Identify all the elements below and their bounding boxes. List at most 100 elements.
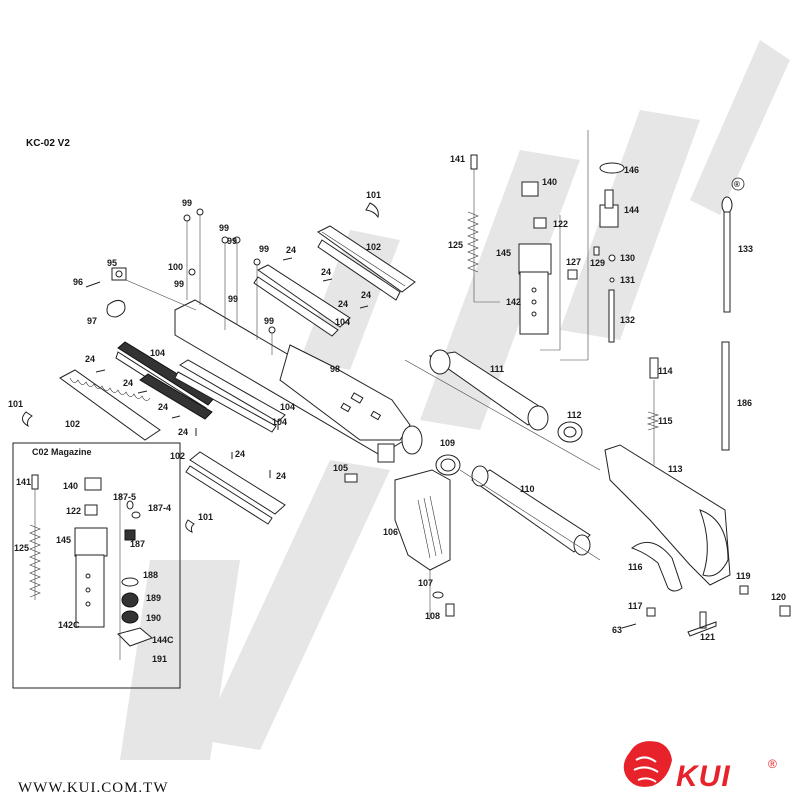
label-114: 114 — [658, 366, 673, 376]
screw-114 — [649, 357, 659, 379]
registered-mark: ® — [734, 180, 740, 189]
label-100: 100 — [168, 262, 183, 272]
diagram-title: KC-02 V2 — [26, 138, 70, 149]
screw-120 — [779, 605, 791, 617]
label-120: 120 — [771, 592, 786, 602]
side-rail-104-mid — [139, 373, 213, 420]
front-sight-95 — [111, 267, 127, 281]
label-24-a: 24 — [286, 245, 296, 255]
clip-101-left — [22, 411, 33, 428]
spring-115 — [646, 411, 660, 431]
label-119: 119 — [736, 571, 751, 581]
inset-label-145: 145 — [56, 535, 71, 545]
inset-label-188: 188 — [143, 570, 158, 580]
label-24-f: 24 — [158, 402, 168, 412]
label-141: 141 — [450, 154, 465, 164]
label-99-g: 99 — [227, 236, 237, 246]
label-101-c: 101 — [198, 512, 213, 522]
inset-label-187-5: 187-5 — [113, 492, 136, 502]
inset-label-140: 140 — [63, 481, 78, 491]
clip-101-upper — [365, 202, 379, 219]
label-102-a: 102 — [366, 242, 381, 252]
label-105: 105 — [333, 463, 348, 473]
label-145: 145 — [496, 248, 511, 258]
website-url: WWW.KUI.COM.TW — [18, 780, 169, 796]
label-140: 140 — [542, 177, 557, 187]
handguard-102-left — [59, 369, 161, 441]
label-133: 133 — [738, 244, 753, 254]
label-129: 129 — [590, 258, 605, 268]
label-125: 125 — [448, 240, 463, 250]
label-99-f: 99 — [264, 316, 274, 326]
inset-label-122: 122 — [66, 506, 81, 516]
pin-96 — [85, 281, 101, 288]
label-186: 186 — [737, 398, 752, 408]
ring-133 — [721, 196, 733, 214]
label-144: 144 — [624, 205, 639, 215]
part-105 — [344, 473, 358, 483]
part-labels: 141 140 146 144 122 125 145 127 129 130 … — [8, 154, 786, 664]
label-142: 142 — [506, 297, 521, 307]
label-99-b: 99 — [219, 223, 229, 233]
inset-label-125: 125 — [14, 543, 29, 553]
label-104-d: 104 — [272, 417, 287, 427]
rod-133 — [723, 211, 731, 313]
label-104-b: 104 — [335, 317, 350, 327]
grip-106 — [394, 469, 451, 571]
label-99-a: 99 — [182, 198, 192, 208]
screw-117 — [646, 607, 656, 617]
label-24-e: 24 — [123, 378, 133, 388]
label-104-a: 104 — [150, 348, 165, 358]
outer-tube-111 — [428, 349, 549, 431]
label-113: 113 — [668, 464, 683, 474]
label-111: 111 — [490, 364, 504, 374]
inset-title: C02 Magazine — [32, 447, 92, 457]
label-132: 132 — [620, 315, 635, 325]
label-110: 110 — [520, 484, 535, 494]
label-122: 122 — [553, 219, 568, 229]
inset-label-189: 189 — [146, 593, 161, 603]
lion-head-icon — [623, 741, 672, 787]
upper-rail — [317, 225, 416, 301]
inset-magazine-parts — [29, 474, 153, 660]
label-99-e: 99 — [228, 294, 238, 304]
label-101-a: 101 — [366, 190, 381, 200]
label-112: 112 — [567, 410, 582, 420]
brand-registered-mark: ® — [768, 757, 777, 771]
inset-label-187: 187 — [130, 539, 145, 549]
brand-wordmark: KUI ® — [676, 757, 777, 793]
label-102-c: 102 — [170, 451, 185, 461]
receiver-housing-98 — [174, 299, 423, 463]
label-101-b: 101 — [8, 399, 23, 409]
registered-circle — [731, 177, 745, 191]
label-104-c: 104 — [280, 402, 295, 412]
label-24-g: 24 — [178, 427, 188, 437]
label-24-i: 24 — [276, 471, 286, 481]
label-109: 109 — [440, 438, 455, 448]
label-116: 116 — [628, 562, 643, 572]
label-24-j: 24 — [338, 299, 348, 309]
label-127: 127 — [566, 257, 581, 267]
brand-name: KUI — [676, 760, 731, 793]
label-108: 108 — [425, 611, 440, 621]
label-99-d: 99 — [174, 279, 184, 289]
label-130: 130 — [620, 253, 635, 263]
label-98: 98 — [330, 364, 340, 374]
inset-label-191: 191 — [152, 654, 167, 664]
inset-box — [12, 442, 181, 689]
magazine-group — [467, 130, 625, 361]
label-102-b: 102 — [65, 419, 80, 429]
inset-label-144c: 144C — [152, 635, 174, 645]
label-24-d: 24 — [85, 354, 95, 364]
label-63: 63 — [612, 625, 622, 635]
rod-186 — [721, 341, 730, 451]
label-106: 106 — [383, 527, 398, 537]
inset-label-187-4: 187-4 — [148, 503, 171, 513]
inset-label-190: 190 — [146, 613, 161, 623]
label-96: 96 — [73, 277, 83, 287]
pin-63 — [621, 623, 637, 629]
screw-108 — [445, 603, 455, 617]
side-rail-right — [253, 264, 351, 337]
stock-113 — [604, 444, 731, 586]
